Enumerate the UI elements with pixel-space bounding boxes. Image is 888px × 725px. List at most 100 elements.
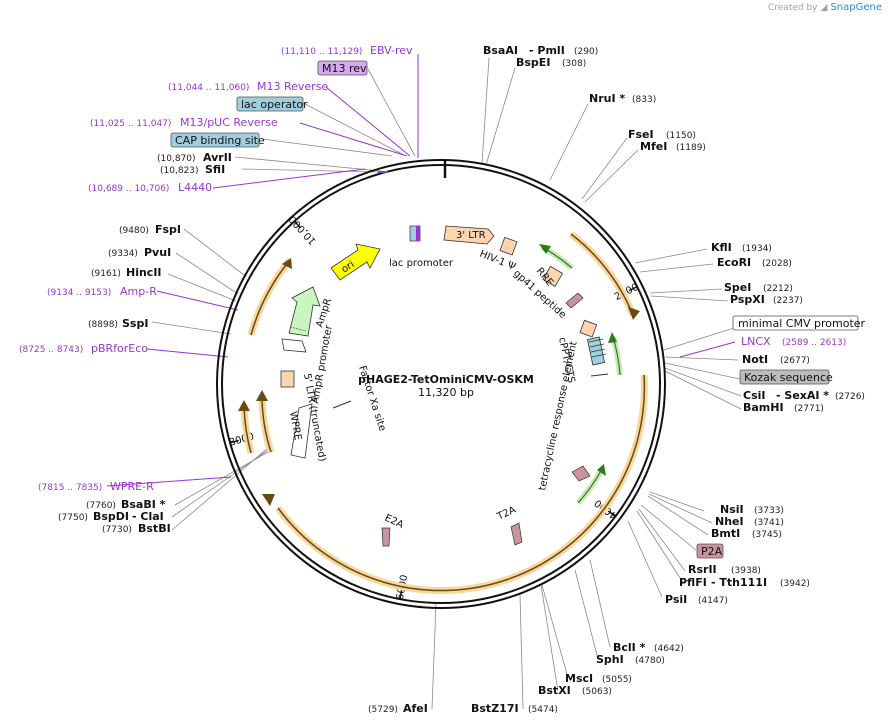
primer-l4440-range: (10,689 .. 10,706) xyxy=(88,184,169,194)
enzyme-rsrii-pos: (3938) xyxy=(731,566,761,576)
enzyme-mfei-pos: (1189) xyxy=(676,143,706,153)
enzyme-msci-pos: (5055) xyxy=(602,675,632,685)
ruler-tick xyxy=(293,220,302,229)
enzyme-csii-extra: - SexAI * xyxy=(776,389,829,402)
minimal-cmv-promoter-label: minimal CMV promoter xyxy=(738,317,866,330)
p2a-box xyxy=(696,543,724,559)
primer-lncx-name: LNCX xyxy=(741,335,771,348)
enzyme-pflfi-extra: - Tth111I xyxy=(711,576,767,589)
rre-feature xyxy=(542,265,564,287)
enzyme-fsei-name: FseI xyxy=(628,128,654,141)
m13-rev-label: M13 rev xyxy=(322,62,367,75)
enzyme-pspxi-name: PspXI xyxy=(730,293,765,306)
primer-labels: (11,110 .. 11,129) EBV-rev (11,044 .. 11… xyxy=(19,44,846,493)
enzyme-nrui-name: NruI * xyxy=(589,92,625,105)
cppt-feature xyxy=(579,319,598,338)
kozak-sequence-label: Kozak sequence xyxy=(744,371,833,384)
cap-binding-site-box xyxy=(170,132,260,148)
p2a-label: P2A xyxy=(701,545,723,558)
enzyme-fsei-pos: (1150) xyxy=(666,131,696,141)
primer-wpre-r-name: WPRE-R xyxy=(110,480,154,493)
minimal-cmv-promoter-box xyxy=(732,315,859,331)
primer-wpre-r-range: (7815 .. 7835) xyxy=(38,483,102,493)
lac-operator-box xyxy=(236,96,304,112)
enzyme-pspxi-pos: (2237) xyxy=(773,296,803,306)
enzyme-bstxi-pos: (5063) xyxy=(582,687,612,697)
enzyme-nsii-pos: (3733) xyxy=(754,506,784,516)
enzyme-avrii-name: AvrII xyxy=(203,151,232,164)
enzyme-csii-name: CsiI xyxy=(743,389,765,402)
enzyme-nrui-pos: (833) xyxy=(632,95,656,105)
enzyme-bsabi-name: BsaBI * xyxy=(121,498,166,511)
backbone-inner-strand xyxy=(221,164,661,604)
ruler-tick-label: 10,000 xyxy=(287,213,319,246)
p2a-feature xyxy=(571,465,591,482)
factor-xa-tick xyxy=(332,400,352,409)
snapgene-credit: Created by ◢ SnapGene xyxy=(768,2,882,13)
lac-promoter-label: lac promoter xyxy=(389,258,454,269)
cap-binding-site-label: CAP binding site xyxy=(175,134,265,147)
ampr-promoter-feature xyxy=(281,338,307,353)
ltr3-label: 3' LTR xyxy=(456,230,486,241)
enzyme-pvui-name: PvuI xyxy=(144,246,171,259)
enzyme-afei-name: AfeI xyxy=(403,702,428,715)
cds-arc-oct4-stroke xyxy=(570,233,634,316)
enzyme-noti-pos: (2677) xyxy=(780,356,810,366)
enzyme-ecori-pos: (2028) xyxy=(762,259,792,269)
enzyme-bmti-pos: (3745) xyxy=(752,530,782,540)
enzyme-bstz17i-name: BstZ17I xyxy=(471,702,519,715)
enzyme-bsaai-extra: - PmlI xyxy=(529,44,565,57)
enzyme-bsaai-pos: (290) xyxy=(574,47,598,57)
enzyme-bcli-pos: (4642) xyxy=(654,644,684,654)
primer-amp-r-range: (9134 .. 9153) xyxy=(47,288,111,298)
ruler-tick xyxy=(628,285,638,292)
t2a-feature xyxy=(510,522,523,546)
enzyme-bspei-pos: (308) xyxy=(562,59,586,69)
enzyme-mfei-name: MfeI xyxy=(640,140,667,153)
enzyme-labels: BsaAI - PmlI (290) BspEI (308) NruI * (8… xyxy=(58,44,865,715)
enzyme-fspi-name: FspI xyxy=(155,223,181,236)
enzyme-sfii-name: SfiI xyxy=(205,163,225,176)
ruler-tick xyxy=(399,590,403,600)
primer-m13-puc-reverse-name: M13/pUC Reverse xyxy=(180,116,278,129)
backbone-outer-strand xyxy=(216,159,666,609)
tre-label: tetracycline response element xyxy=(537,340,579,491)
enzyme-bcli-name: BclI * xyxy=(613,641,646,654)
enzyme-fspi-pos: (9480) xyxy=(119,226,149,236)
kozak-sequence-box xyxy=(739,369,830,385)
ltr3-feature xyxy=(443,225,495,245)
wpre-label: WPRE xyxy=(287,411,303,442)
enzyme-bstbi-name: BstBI xyxy=(138,522,171,535)
enzyme-bspdi-extra: - ClaI xyxy=(132,510,164,523)
cds-arc-small xyxy=(240,404,255,454)
enzyme-hincii-name: HincII xyxy=(126,266,162,279)
plasmid-size: 11,320 bp xyxy=(418,386,474,399)
primer-m13-puc-reverse-range: (11,025 .. 11,047) xyxy=(90,119,171,129)
primer-leader-lines xyxy=(106,54,736,487)
lac-operator-label: lac operator xyxy=(241,98,308,111)
m13-primer-marks xyxy=(416,226,420,241)
enzyme-psii-name: PsiI xyxy=(665,593,687,606)
label-leader-lines xyxy=(151,57,742,710)
ampr-promoter-label: AmpR promoter xyxy=(310,323,335,404)
enzyme-bspdi-pos: (7750) xyxy=(58,513,88,523)
enzyme-spei-name: SpeI xyxy=(724,281,751,294)
enzyme-bmti-name: BmtI xyxy=(711,527,740,540)
cds-arc-osk-stroke xyxy=(277,374,646,592)
boxed-labels: M13 rev lac operator CAP binding site mi… xyxy=(170,60,866,559)
enzyme-rsrii-name: RsrII xyxy=(688,563,717,576)
primer-pbrforeco-range: (8725 .. 8743) xyxy=(19,345,83,355)
enzyme-bspei-name: BspEI xyxy=(516,56,550,69)
enzyme-bspdi-name: BspDI xyxy=(93,510,129,523)
wpre-feature xyxy=(290,403,313,459)
cds-arc-osk xyxy=(275,374,648,595)
primer-ebv-rev-name: EBV-rev xyxy=(370,44,413,57)
enzyme-psii-pos: (4147) xyxy=(698,596,728,606)
hiv-psi-box xyxy=(499,236,518,256)
primer-m13-reverse-range: (11,044 .. 11,060) xyxy=(168,83,249,93)
primer-ebv-rev-range: (11,110 .. 11,129) xyxy=(281,47,362,57)
enzyme-csii-pos: (2726) xyxy=(835,392,865,402)
enzyme-noti-name: NotI xyxy=(742,353,768,366)
enzyme-bamhi-pos: (2771) xyxy=(794,404,824,414)
